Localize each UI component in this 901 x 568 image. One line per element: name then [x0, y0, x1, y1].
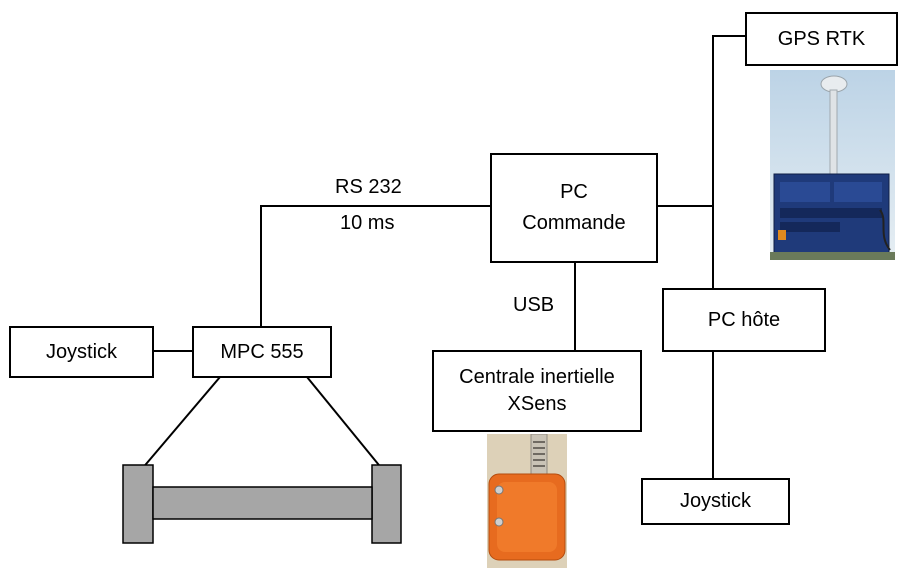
mpc-left-wheel-link — [140, 376, 221, 471]
mpc-label: MPC 555 — [220, 340, 304, 363]
gps-photo — [770, 70, 895, 260]
gps-link — [712, 35, 745, 288]
xsens-photo — [487, 434, 567, 568]
vehicle-chassis — [122, 464, 402, 544]
mpc-right-wheel-link — [306, 376, 384, 471]
joystick-right-label: Joystick — [679, 490, 752, 512]
centrale-label-line1: Centrale inertielle — [459, 366, 615, 388]
rs232-label: RS 232 — [335, 176, 402, 198]
usb-label: USB — [513, 294, 555, 316]
rs232-rate-label: 10 ms — [340, 212, 395, 234]
centrale-label-line2: XSens — [507, 393, 567, 415]
pc-commande-label-line2: Commande — [522, 212, 626, 234]
right-wheel — [371, 464, 402, 544]
pc-commande-box: PC Commande — [490, 153, 658, 263]
pc-hote-box: PC hôte — [662, 288, 826, 352]
joystick-left-box: Joystick — [9, 326, 154, 378]
centrale-box: Centrale inertielle XSens — [432, 350, 642, 432]
pc-hote-label: PC hôte — [707, 308, 781, 331]
axle — [152, 486, 373, 520]
gps-rtk-box: GPS RTK — [745, 12, 898, 66]
left-wheel — [122, 464, 154, 544]
rs232-link — [260, 205, 490, 330]
joystick-left-label: Joystick — [45, 340, 118, 363]
pc-commande-label-line1: PC — [560, 181, 588, 203]
joystick-right-box: Joystick — [641, 478, 790, 525]
gps-rtk-label: GPS RTK — [777, 27, 866, 50]
mpc-box: MPC 555 — [192, 326, 332, 378]
screw-icon — [494, 485, 504, 495]
